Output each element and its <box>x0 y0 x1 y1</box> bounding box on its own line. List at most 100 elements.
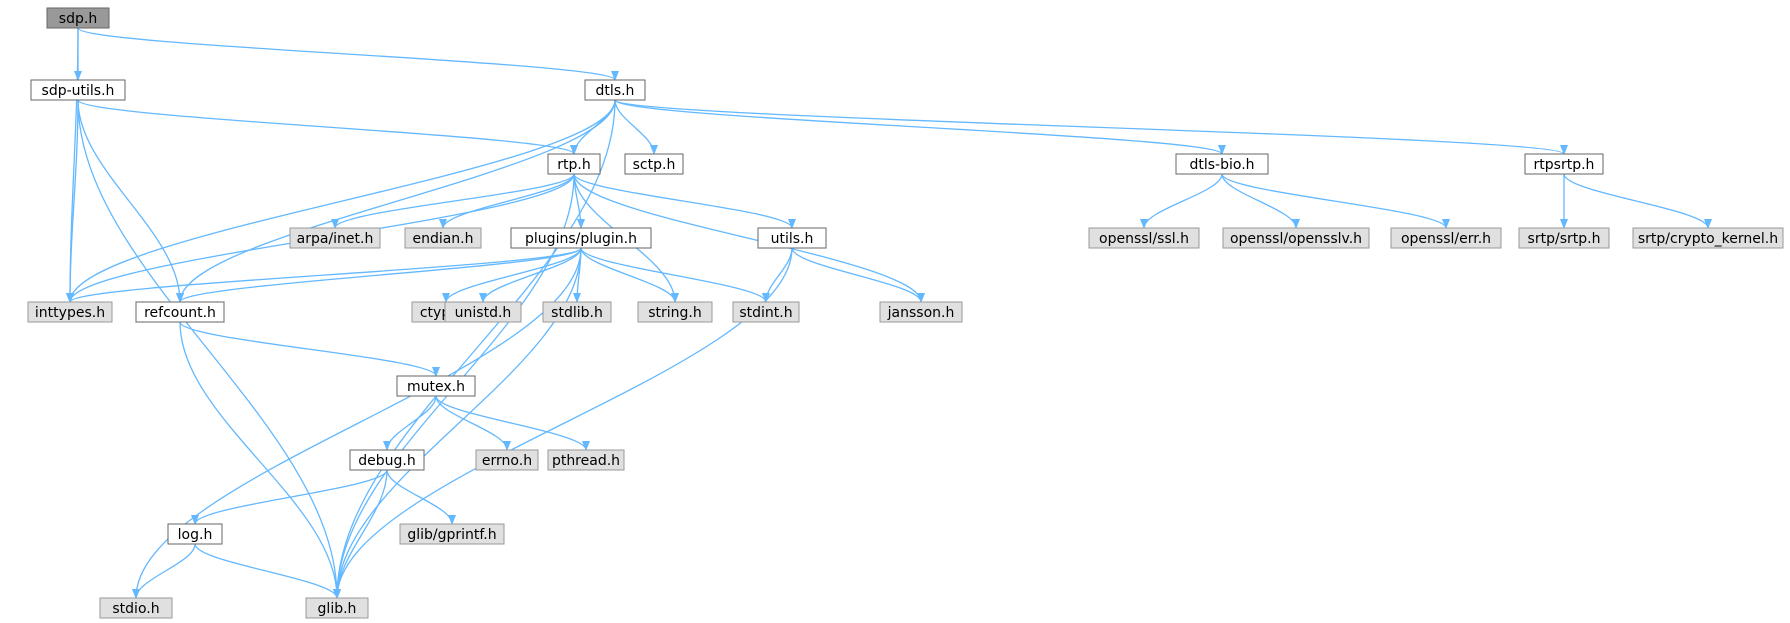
node-pthread: pthread.h <box>547 449 625 471</box>
edge-dtlsbio-to-opensslv <box>1221 173 1300 229</box>
edge-utils-to-glib <box>333 247 793 599</box>
node-log-box <box>167 523 223 545</box>
node-crypto-box <box>1632 227 1784 249</box>
node-stdlib-box <box>542 301 612 323</box>
node-log-label: log.h <box>178 527 213 543</box>
node-stdio-box <box>99 597 173 619</box>
edge-mutex-to-pthread <box>435 395 590 451</box>
edge-sdputils-to-inttypes <box>66 99 79 303</box>
node-sctp[interactable]: sctp.h <box>624 153 684 175</box>
edge-refcount-to-glib <box>179 321 341 599</box>
edge-plugin-to-inttypes <box>66 247 582 303</box>
node-err-label: openssl/err.h <box>1401 231 1491 247</box>
node-rtp[interactable]: rtp.h <box>547 153 601 175</box>
node-sdp[interactable]: sdp.h <box>46 7 110 29</box>
node-mutex[interactable]: mutex.h <box>396 375 476 397</box>
node-utils-label: utils.h <box>771 231 814 247</box>
node-gprintf-box <box>399 523 505 545</box>
edge-plugin-to-glib <box>333 247 582 599</box>
edge-rtp-to-utils <box>573 173 796 229</box>
node-mutex-box <box>396 375 476 397</box>
node-log[interactable]: log.h <box>167 523 223 545</box>
edge-sdputils-to-glib <box>77 99 341 599</box>
edges-layer <box>66 27 1712 599</box>
node-srtp: srtp/srtp.h <box>1518 227 1610 249</box>
node-dtlsbio-box <box>1175 153 1269 175</box>
node-rtp-box <box>547 153 601 175</box>
edge-dtlsbio-to-ssl <box>1140 173 1223 229</box>
node-stdio: stdio.h <box>99 597 173 619</box>
node-debug[interactable]: debug.h <box>349 449 425 471</box>
node-string-box <box>637 301 713 323</box>
node-ssl-label: openssl/ssl.h <box>1099 231 1189 247</box>
node-jansson: jansson.h <box>879 301 963 323</box>
node-rtpsrtp[interactable]: rtpsrtp.h <box>1524 153 1604 175</box>
edge-rtpsrtp-to-crypto <box>1563 173 1712 229</box>
node-utils[interactable]: utils.h <box>757 227 827 249</box>
node-jansson-label: jansson.h <box>887 305 955 321</box>
node-dtlsbio[interactable]: dtls-bio.h <box>1175 153 1269 175</box>
node-stdint: stdint.h <box>732 301 800 323</box>
node-sdputils[interactable]: sdp-utils.h <box>30 79 126 101</box>
node-glib-box <box>305 597 369 619</box>
edge-sdputils-to-rtp <box>77 99 578 155</box>
edge-plugin-to-refcount <box>176 247 582 303</box>
node-rtp-label: rtp.h <box>557 157 590 173</box>
edge-mutex-to-debug <box>383 395 437 451</box>
node-err: openssl/err.h <box>1390 227 1502 249</box>
edge-dtlsbio-to-err <box>1221 173 1450 229</box>
node-opensslv-box <box>1222 227 1370 249</box>
node-mutex-label: mutex.h <box>407 379 465 395</box>
node-endian-box <box>404 227 482 249</box>
node-sctp-label: sctp.h <box>633 157 676 173</box>
node-errno-box <box>475 449 539 471</box>
node-err-box <box>1390 227 1502 249</box>
node-glib-label: glib.h <box>318 601 357 617</box>
node-sdp-label: sdp.h <box>59 11 97 27</box>
node-stdlib-label: stdlib.h <box>551 305 603 321</box>
node-string: string.h <box>637 301 713 323</box>
edge-rtp-to-arpa <box>331 173 575 229</box>
node-endian: endian.h <box>404 227 482 249</box>
edge-plugin-to-stdio <box>132 247 582 599</box>
node-opensslv: openssl/opensslv.h <box>1222 227 1370 249</box>
node-inttypes-label: inttypes.h <box>35 305 105 321</box>
node-refcount[interactable]: refcount.h <box>135 301 225 323</box>
node-srtp-box <box>1518 227 1610 249</box>
node-string-label: string.h <box>648 305 702 321</box>
node-debug-label: debug.h <box>358 453 415 469</box>
node-arpa-box <box>289 227 381 249</box>
edge-log-to-stdio <box>132 543 196 599</box>
node-ssl: openssl/ssl.h <box>1088 227 1200 249</box>
nodes-layer: sdp.h sdp-utils.h dtls.h rtp.h sctp.h dtls-bi… <box>27 7 1784 619</box>
node-sdputils-box <box>30 79 126 101</box>
node-sdputils-label: sdp-utils.h <box>42 83 115 99</box>
node-srtp-label: srtp/srtp.h <box>1528 231 1601 247</box>
node-gprintf-label: glib/gprintf.h <box>407 527 496 543</box>
node-crypto: srtp/crypto_kernel.h <box>1632 227 1784 249</box>
node-refcount-box <box>135 301 225 323</box>
edge-dtls-to-rtpsrtp <box>614 99 1568 155</box>
node-plugin-label: plugins/plugin.h <box>525 231 637 247</box>
node-unistd: unistd.h <box>444 301 522 323</box>
node-plugin[interactable]: plugins/plugin.h <box>510 227 652 249</box>
edge-rtp-to-endian <box>439 173 575 229</box>
node-gprintf: glib/gprintf.h <box>399 523 505 545</box>
edge-debug-to-gprintf <box>386 469 456 525</box>
node-dtls[interactable]: dtls.h <box>584 79 646 101</box>
edge-utils-to-jansson <box>791 247 925 303</box>
node-pthread-label: pthread.h <box>552 453 620 469</box>
edge-debug-to-log <box>191 469 388 525</box>
node-rtpsrtp-box <box>1524 153 1604 175</box>
node-arpa-label: arpa/inet.h <box>297 231 374 247</box>
node-inttypes-box <box>27 301 113 323</box>
node-sctp-box <box>624 153 684 175</box>
node-dtlsbio-label: dtls-bio.h <box>1189 157 1254 173</box>
edge-rtp-to-jansson <box>573 173 925 303</box>
node-errno-label: errno.h <box>482 453 532 469</box>
node-arpa: arpa/inet.h <box>289 227 381 249</box>
node-stdio-label: stdio.h <box>112 601 159 617</box>
node-pthread-box <box>547 449 625 471</box>
edge-plugin-to-unistd <box>479 247 582 303</box>
edge-dtls-to-sctp <box>614 99 658 155</box>
